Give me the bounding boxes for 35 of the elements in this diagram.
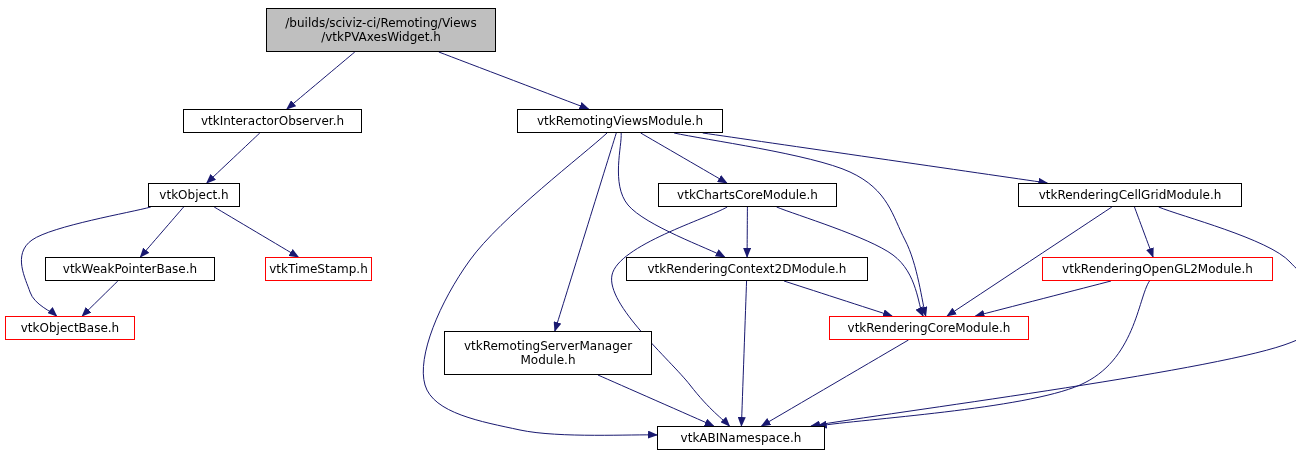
file-box: /builds/sciviz-ci/Remoting/Views /vtkPVAxesWidget.h [266,8,496,52]
arrow [286,51,356,110]
file-box: vtkRenderingCoreModule.h [829,316,1029,340]
arrow [737,280,748,427]
arrow [974,280,1112,318]
file-box: vtkInteractorObserver.h [183,109,362,133]
arrow [946,206,1113,317]
arrow [206,132,261,184]
arrow [438,51,590,110]
file-box: vtkObject.h [148,183,240,207]
arrow [617,132,726,258]
file-box: vtkRenderingCellGridModule.h [1018,183,1242,207]
file-box: vtkRenderingContext2DModule.h [626,257,868,281]
file-box: vtkObjectBase.h [5,316,135,340]
file-box: vtkChartsCoreModule.h [658,183,837,207]
arrow [783,280,893,318]
arrow [776,206,924,317]
arrow [1133,206,1154,258]
arrow [553,132,617,332]
file-box: vtkRenderingOpenGL2Module.h [1042,257,1273,281]
file-box: vtkWeakPointerBase.h [45,257,215,281]
file-box: vtkABINamespace.h [657,426,825,450]
arrow [640,132,728,184]
arrow [20,206,152,317]
arrow [81,280,119,317]
arrow [597,374,715,427]
arrow [743,206,752,258]
arrow [611,206,731,427]
file-box: vtkRemotingServerManager Module.h [444,331,652,375]
arrow [422,132,658,439]
arrow [213,206,300,258]
arrow [760,339,909,427]
file-box: vtkRemotingViewsModule.h [517,109,723,133]
file-box: vtkTimeStamp.h [265,257,372,281]
arrow [139,206,185,258]
